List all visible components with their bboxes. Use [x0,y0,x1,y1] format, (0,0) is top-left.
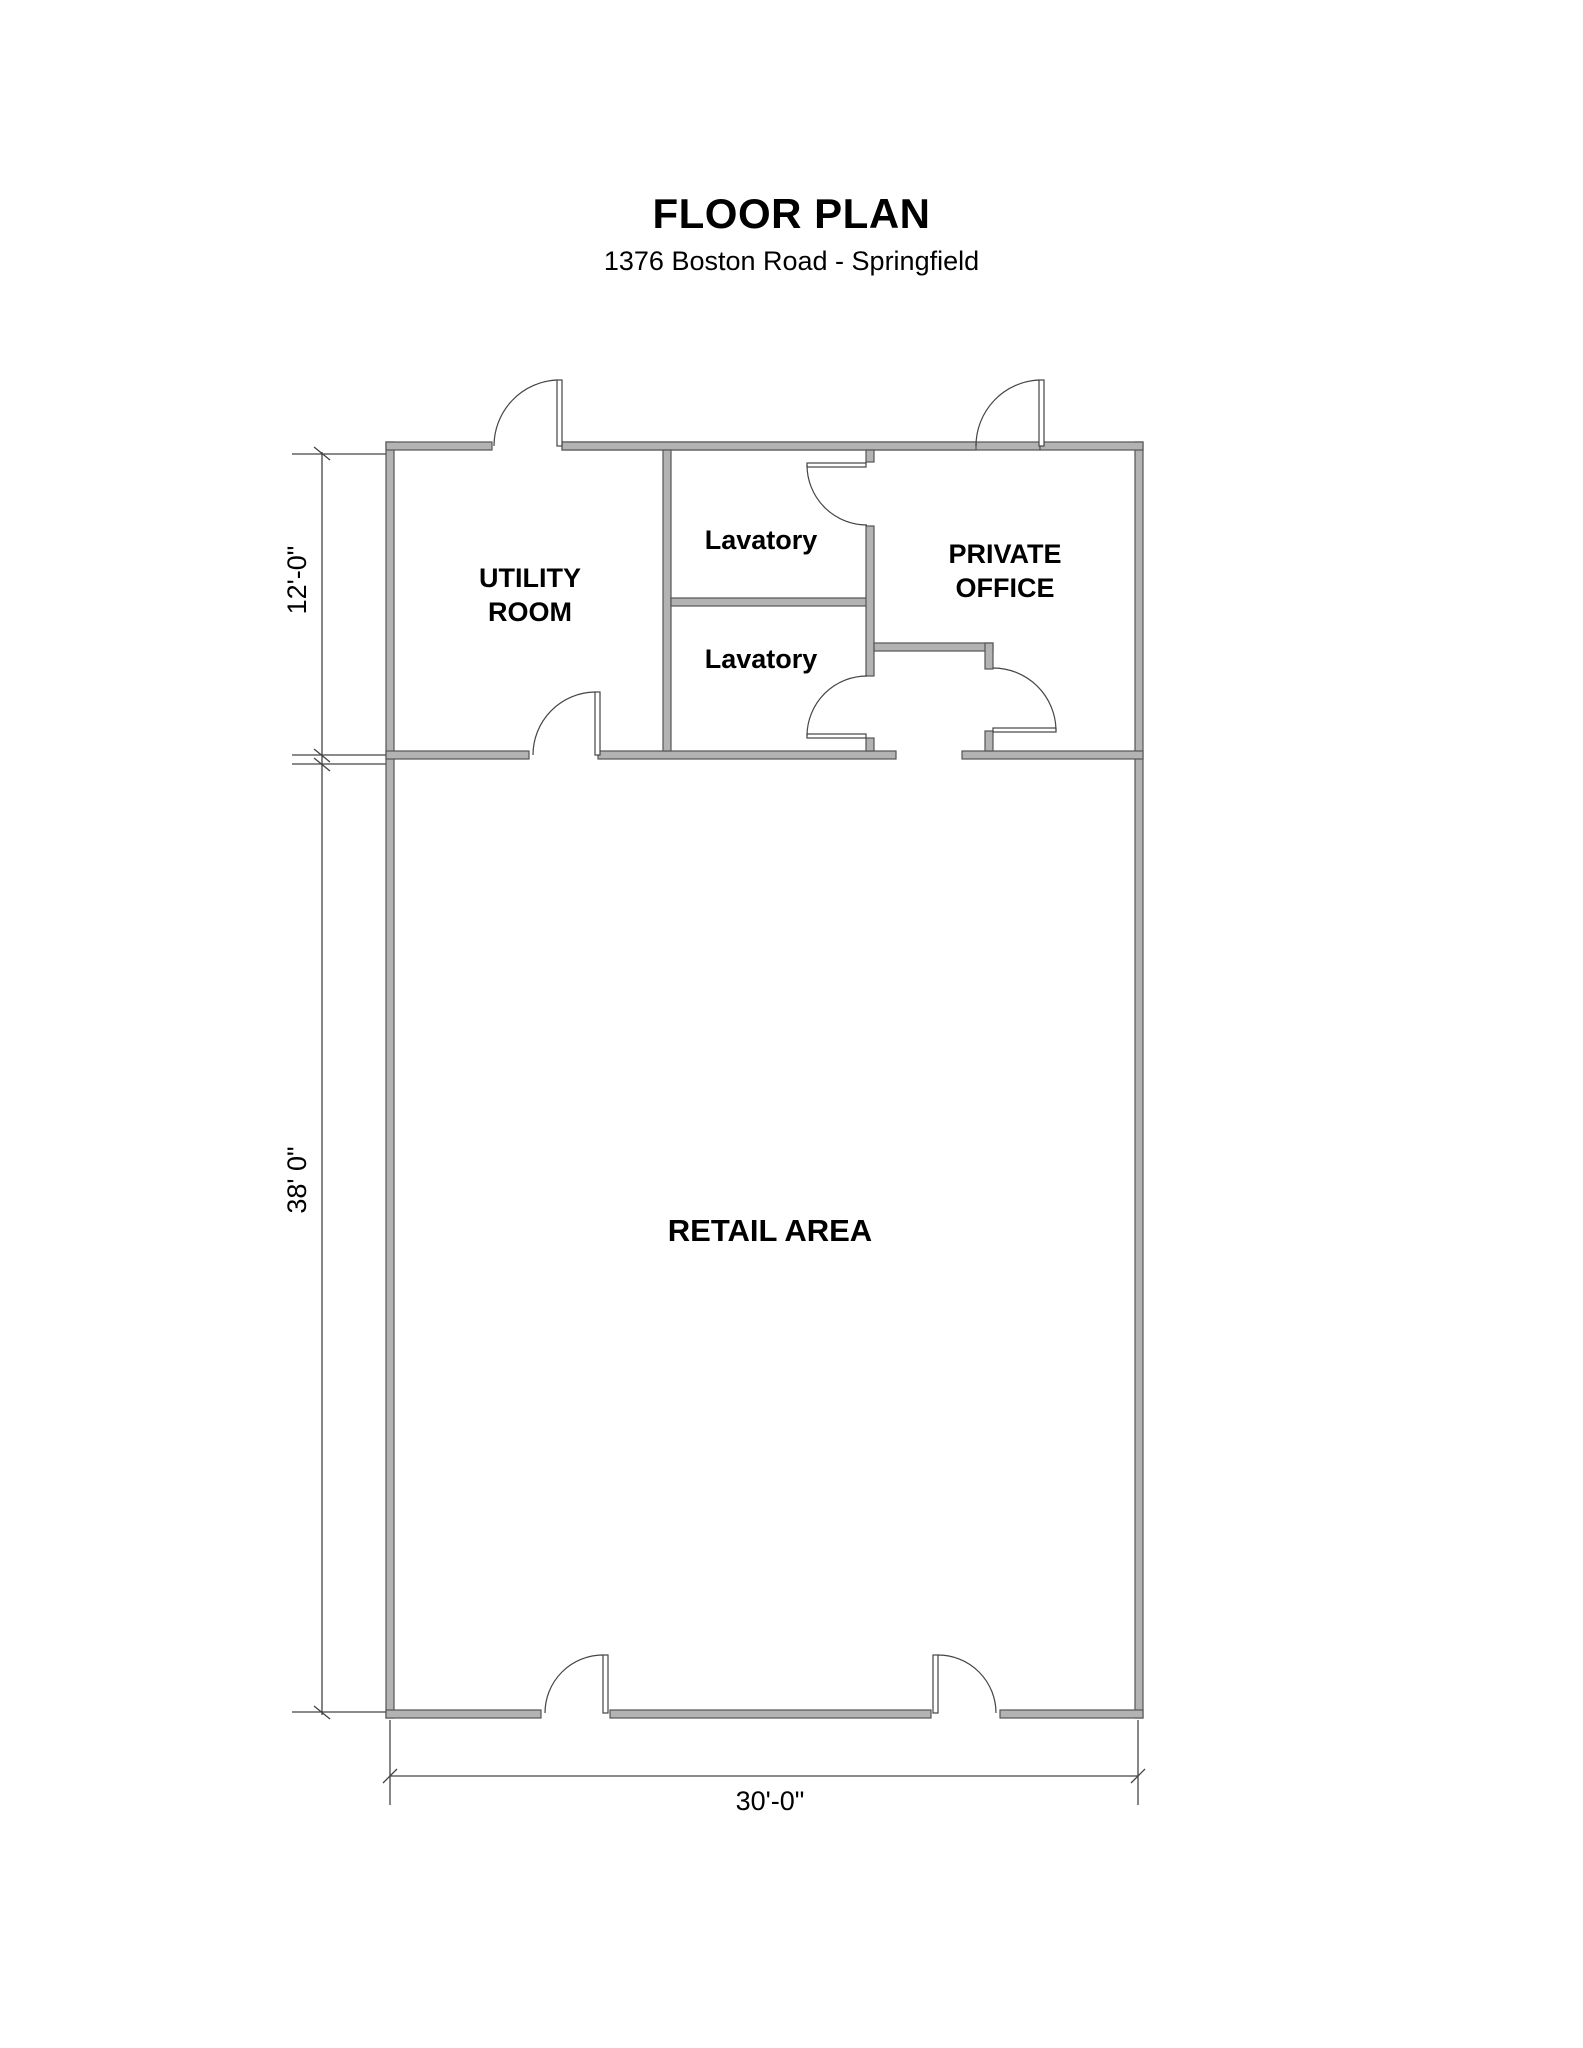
room-label-office-line2: OFFICE [955,572,1055,603]
room-label-private-office: PRIVATE OFFICE [920,538,1090,606]
dimension-lines [292,446,1146,1805]
door-retail-right[interactable] [932,1654,997,1714]
door-private-office[interactable] [992,667,1057,733]
room-label-lavatory-top: Lavatory [704,525,818,555]
door-utility-exterior[interactable] [493,379,563,447]
address-subtitle: 1376 Boston Road - Springfield [603,246,980,276]
walls [385,441,1144,1719]
room-label-utility-line2: ROOM [488,596,572,627]
room-label-utility: UTILITY ROOM [450,562,610,630]
dimension-lower-depth: 38' 0" [282,1146,312,1214]
door-office-exterior[interactable] [975,379,1045,447]
dimension-width: 30'-0" [735,1786,805,1816]
door-lavatory-bottom[interactable] [806,675,868,739]
page-title: FLOOR PLAN [652,190,931,237]
door-lavatory-top[interactable] [806,462,868,526]
room-label-retail: RETAIL AREA [667,1213,873,1248]
door-retail-left[interactable] [544,1654,609,1714]
doors [493,379,1057,1714]
door-utility-interior[interactable] [532,691,601,756]
dimension-upper-depth: 12'-0" [282,545,312,615]
room-label-office-line1: PRIVATE [948,539,1062,569]
room-label-lavatory-bottom: Lavatory [704,644,818,674]
room-label-utility-line1: UTILITY [479,563,581,593]
